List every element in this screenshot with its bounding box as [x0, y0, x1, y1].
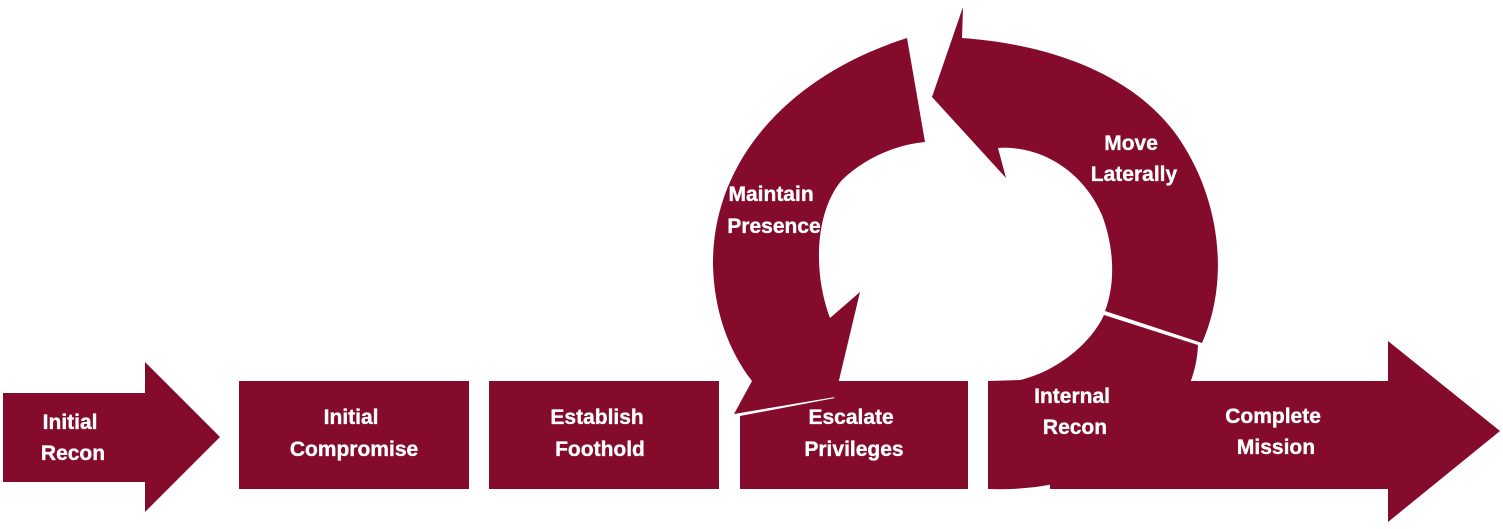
establish-foothold-label-line1: Establish: [550, 406, 643, 429]
stage-escalate-privileges: Escalate Privileges: [740, 381, 968, 489]
initial-compromise-label-line2: Compromise: [290, 438, 418, 461]
initial-compromise-label-line1: Initial: [324, 406, 379, 429]
stage-maintain-presence: Maintain Presence: [712, 38, 925, 414]
internal-recon-segment: [988, 315, 1198, 490]
internal-recon-label-line1: Internal: [1034, 385, 1110, 408]
internal-recon-label-line2: Recon: [1043, 416, 1107, 439]
stage-initial-recon: Initial Recon: [3, 362, 220, 512]
stage-internal-recon: Internal Recon: [988, 315, 1198, 490]
maintain-presence-curved-arrow: [712, 38, 925, 414]
move-laterally-label-line1: Move: [1104, 132, 1158, 155]
maintain-presence-label-line2: Presence: [727, 215, 820, 238]
svg-text:Complete Mission: Complete Mission: [1225, 405, 1327, 459]
initial-recon-arrow-shape: [3, 362, 220, 512]
stage-establish-foothold: Establish Foothold: [489, 381, 719, 489]
svg-text:Establish Foothold: Establish Foothold: [550, 406, 649, 461]
maintain-presence-label-line1: Maintain: [728, 183, 813, 206]
complete-mission-label-line1: Complete: [1225, 405, 1321, 428]
complete-mission-label-line2: Mission: [1237, 436, 1315, 459]
escalate-privileges-box: [740, 381, 968, 489]
establish-foothold-box: [489, 381, 719, 489]
escalate-privileges-label-line2: Privileges: [804, 438, 903, 461]
establish-foothold-label-line2: Foothold: [555, 438, 645, 461]
stage-move-laterally: Move Laterally: [932, 7, 1218, 343]
move-laterally-label-line2: Laterally: [1091, 163, 1178, 186]
svg-text:Move Laterally: Move Laterally: [1091, 132, 1178, 186]
svg-text:Initial Recon: Initial Recon: [41, 411, 105, 465]
initial-compromise-box: [239, 381, 469, 489]
stage-initial-compromise: Initial Compromise: [239, 381, 469, 489]
svg-text:Initial Compromise: Initial Compromise: [290, 406, 418, 461]
move-laterally-curved-arrow: [932, 7, 1218, 343]
escalate-privileges-label-line1: Escalate: [808, 406, 893, 429]
initial-recon-label-line2: Recon: [41, 442, 105, 465]
initial-recon-label-line1: Initial: [43, 411, 98, 434]
svg-text:Maintain Presence: Maintain Presence: [727, 183, 820, 238]
svg-text:Escalate Privileges: Escalate Privileges: [804, 406, 903, 461]
svg-text:Internal Recon: Internal Recon: [1034, 385, 1116, 439]
